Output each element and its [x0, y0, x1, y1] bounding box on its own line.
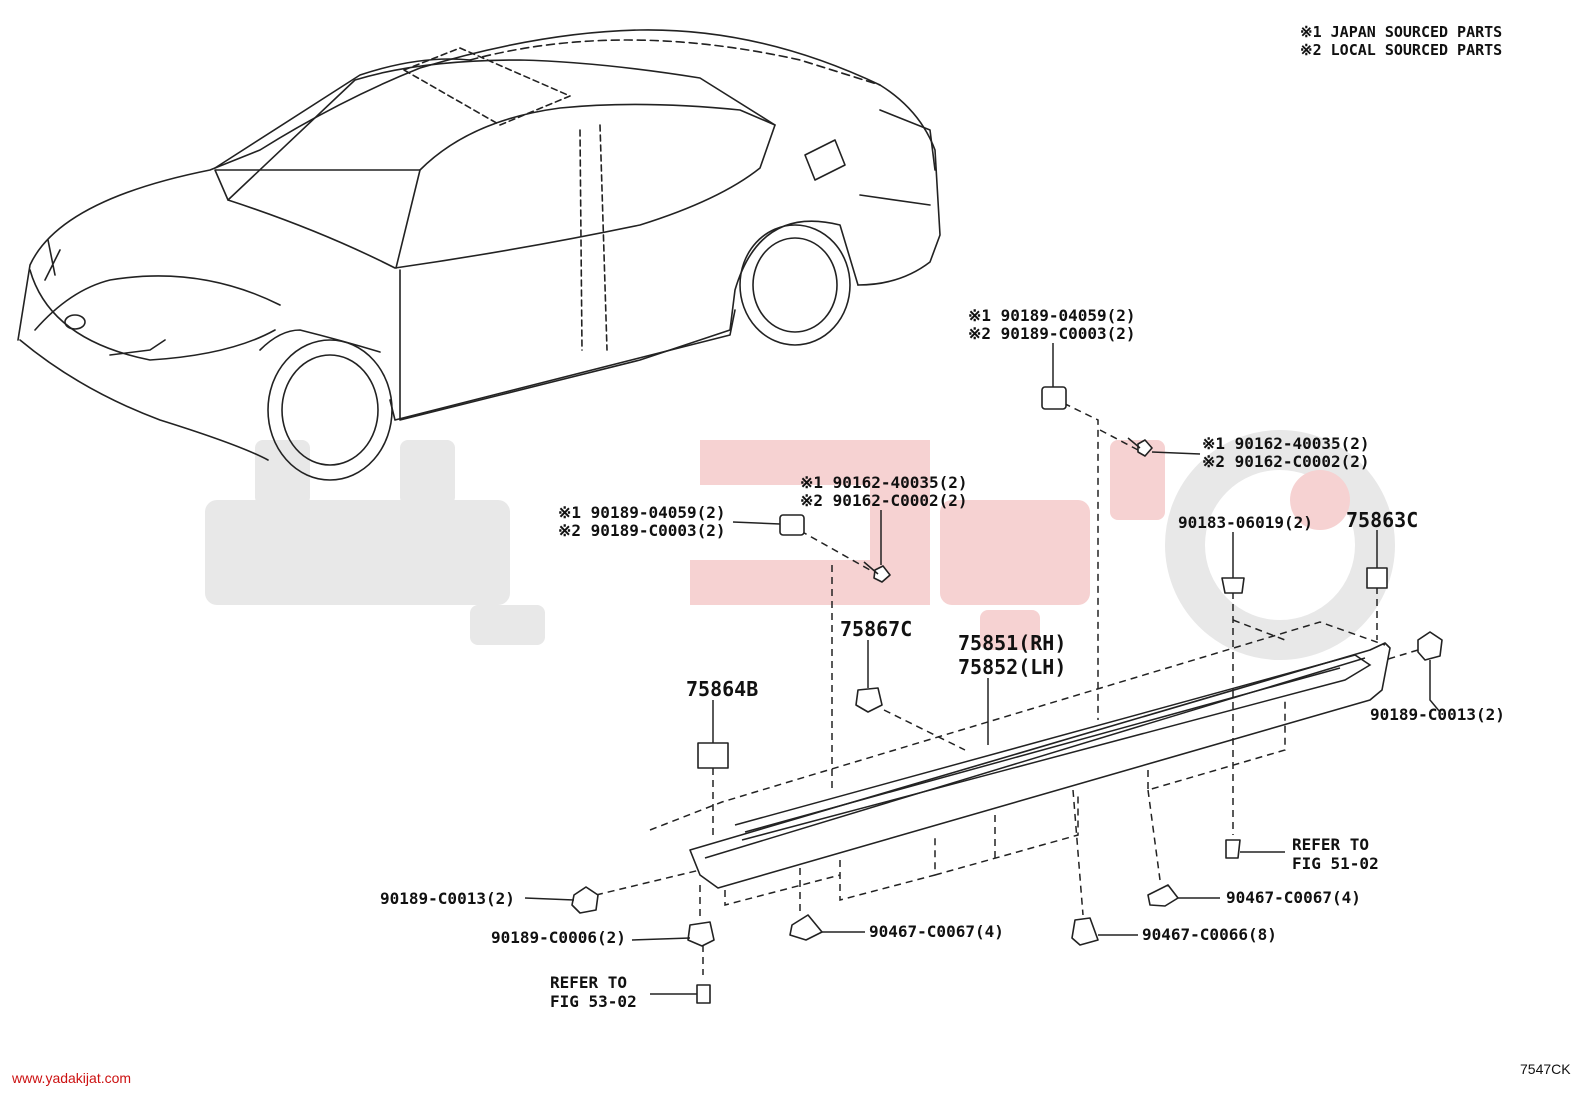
clip-icon	[1041, 386, 1067, 410]
label-mid-screw-1: ※1 90162-40035(2)	[800, 473, 968, 492]
fasteners	[571, 386, 1443, 1004]
clip-icon	[687, 921, 715, 947]
label-refer-51-a: REFER TO	[1292, 835, 1369, 854]
side-skirt-body	[689, 642, 1391, 889]
label-clip-c0006: 90189-C0006(2)	[491, 928, 626, 947]
label-top-clip-2: ※2 90189-C0003(2)	[968, 324, 1136, 343]
label-clip-right-c0013: 90189-C0013(2)	[1370, 705, 1505, 724]
label-part-75852: 75852(LH)	[958, 655, 1066, 679]
label-refer-53-a: REFER TO	[550, 973, 627, 992]
clip-icon	[779, 514, 805, 536]
label-part-75864b: 75864B	[686, 677, 758, 701]
label-part-75867c: 75867C	[840, 617, 912, 641]
diagram-code: 7547CK	[1520, 1061, 1571, 1077]
label-top-screw-2: ※2 90162-C0002(2)	[1202, 452, 1370, 471]
label-part-75863c: 75863C	[1346, 508, 1418, 532]
label-refer-51-b: FIG 51-02	[1292, 854, 1379, 873]
label-grom-c0067-right: 90467-C0067(4)	[1226, 888, 1361, 907]
screw-icon	[873, 565, 891, 583]
pad-icon	[1366, 567, 1388, 589]
label-mid-clip-1: ※1 90189-04059(2)	[558, 503, 726, 522]
label-mid-screw-2: ※2 90162-C0002(2)	[800, 491, 968, 510]
label-top-clip-1: ※1 90189-04059(2)	[968, 306, 1136, 325]
screw-icon	[1137, 439, 1153, 457]
footer-website: www.yadakijat.com	[11, 1070, 131, 1086]
label-grom-c0066: 90467-C0066(8)	[1142, 925, 1277, 944]
callout-leaders	[524, 343, 1441, 995]
label-refer-53-b: FIG 53-02	[550, 992, 637, 1011]
label-clip-left-c0013: 90189-C0013(2)	[380, 889, 515, 908]
pad-icon	[697, 742, 729, 769]
watermark-logo	[205, 430, 1395, 660]
grommet-icon	[1147, 884, 1179, 907]
clip-icon	[855, 687, 883, 713]
bolt-icon	[696, 984, 711, 1004]
clip-icon	[1417, 631, 1443, 661]
label-top-screw-1: ※1 90162-40035(2)	[1202, 434, 1370, 453]
label-mid-clip-2: ※2 90189-C0003(2)	[558, 521, 726, 540]
callout-labels: ※1 JAPAN SOURCED PARTS ※2 LOCAL SOURCED …	[11, 23, 1571, 1086]
label-part-75851: 75851(RH)	[958, 631, 1066, 655]
bolt-icon	[1225, 839, 1241, 859]
grommet-icon	[1071, 917, 1099, 946]
label-grom-c0067-left: 90467-C0067(4)	[869, 922, 1004, 941]
nut-icon	[1221, 577, 1245, 594]
assembly-leaders	[595, 397, 1419, 975]
label-nut-90183: 90183-06019(2)	[1178, 513, 1313, 532]
clip-icon	[571, 886, 599, 914]
car-illustration	[17, 29, 941, 481]
side-skirt-assembly	[649, 621, 1391, 906]
note-local: ※2 LOCAL SOURCED PARTS	[1300, 41, 1502, 59]
grommet-icon	[789, 914, 823, 941]
note-japan: ※1 JAPAN SOURCED PARTS	[1300, 23, 1502, 41]
